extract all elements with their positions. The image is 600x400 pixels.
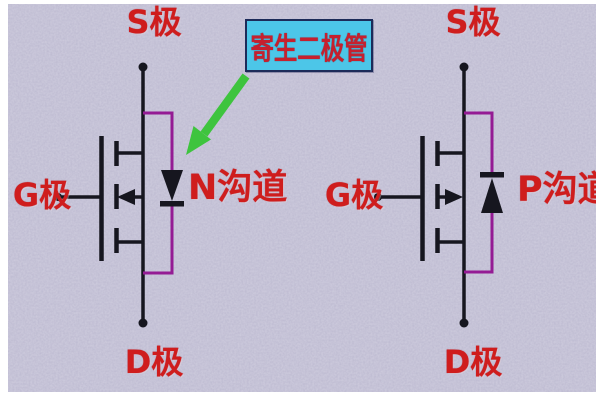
p-body-diode-wire-bottom (464, 213, 494, 274)
parasitic-diode-callout: 寄生二极管 (245, 19, 373, 72)
n-drain-terminal-dot (138, 318, 148, 328)
n-diode-cathode-bar (160, 201, 184, 207)
p-mosfet-symbol (374, 62, 504, 328)
p-diode-cathode-bar (480, 172, 504, 178)
n-drain-label: D极 (124, 343, 184, 381)
p-body-diode-wire-top (464, 111, 494, 172)
n-gate-label: G极 (12, 176, 72, 214)
p-channel-label: P沟道 (517, 170, 596, 210)
callout-arrow-head (186, 126, 211, 155)
p-drain-terminal-dot (459, 318, 469, 328)
p-body-arrow-outward (445, 189, 463, 205)
diagram-background: S极 G极 D极 N沟道 S极 G极 D极 P沟道 寄生二极管 (8, 4, 596, 392)
n-body-diode-wire-top (143, 111, 174, 170)
callout-arrow (186, 73, 250, 155)
circuit-schematic (54, 62, 504, 328)
n-mosfet-symbol (54, 62, 184, 328)
n-diode-anode-triangle (161, 170, 183, 201)
n-body-diode-wire-bottom (143, 206, 174, 275)
n-channel-label: N沟道 (188, 168, 288, 208)
p-diode-anode-triangle (481, 178, 503, 213)
p-source-label: S极 (445, 4, 501, 41)
p-body-diode (480, 172, 504, 213)
callout-arrow-shaft (200, 73, 250, 137)
n-body-arrow-inward (117, 189, 135, 205)
n-source-label: S极 (126, 4, 182, 41)
p-gate-label: G极 (324, 176, 384, 214)
n-body-diode (160, 170, 184, 207)
p-drain-label: D极 (443, 343, 503, 381)
parasitic-diode-callout-text: 寄生二极管 (250, 31, 368, 67)
